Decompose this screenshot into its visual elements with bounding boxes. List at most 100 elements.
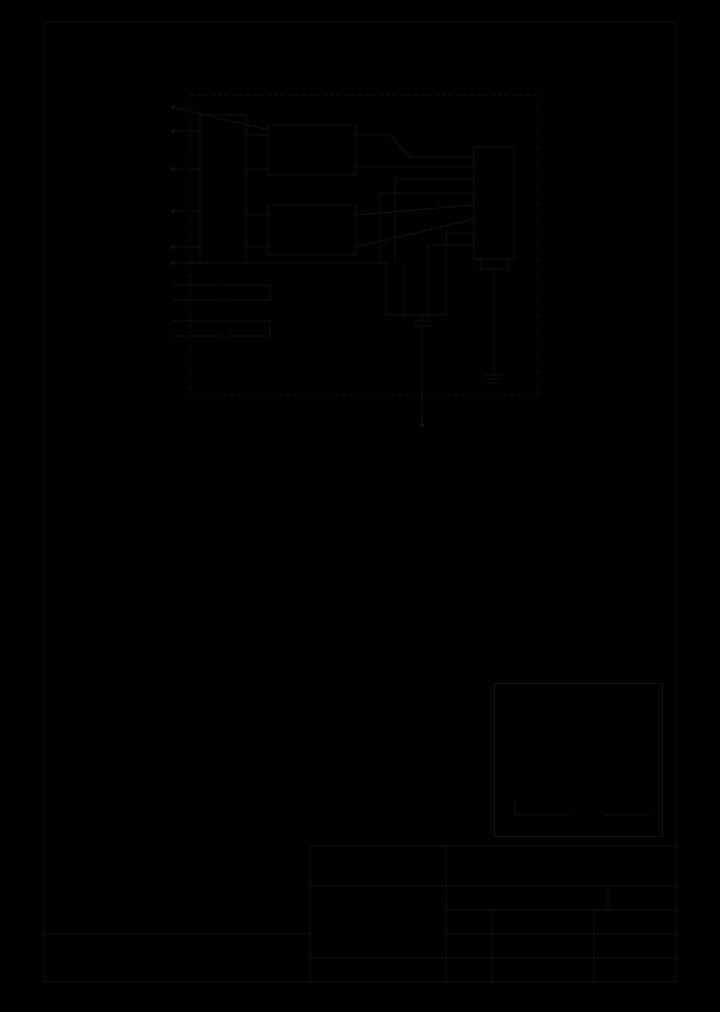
note-item: 1. Solderability: Leads shall meet MIL-S… xyxy=(57,702,223,711)
note-item: 4. Insulation System: Class F 155°C, UL … xyxy=(57,747,235,756)
app-date: Aug-25-09 xyxy=(598,964,655,978)
rx-ratio-label: 1CT:1CT xyxy=(294,197,326,206)
pin-label: 3 xyxy=(159,258,165,268)
chk-name: YK Liao xyxy=(512,940,555,954)
dimensions-unit: Dimensions in Inch xyxy=(316,941,418,955)
chk-label: CHK. xyxy=(451,940,480,954)
dwn-label: DWN. xyxy=(451,916,483,930)
dwn-name: Xiaoyi xyxy=(512,916,545,930)
electrical-heading: Electrical Specifications: @25°C xyxy=(145,484,361,500)
proprietary-text: not allowed to be duplicated without aut… xyxy=(44,972,266,983)
combo-box xyxy=(494,683,663,837)
pin-label: 4 xyxy=(159,102,165,112)
module-outline xyxy=(189,94,539,396)
part-number: XFATM8DC-CLxu1-4MS xyxy=(480,892,600,904)
proprietary-heading: PROPRIETARY: xyxy=(44,938,198,961)
color-code: F=Green(1)/Yellow(2) Bicolor xyxy=(498,748,583,755)
color-code: A=Amber xyxy=(498,720,526,727)
color-code: G=Green xyxy=(498,713,526,720)
color-code: Y=Yellow xyxy=(498,706,526,713)
rj45-pin-label: 2 xyxy=(478,205,483,214)
bi-led-label: Bi-Color LED: xyxy=(595,782,636,789)
resistor-note: R1,R2,R3,R4: 75 OHMS±5% xyxy=(272,364,376,373)
combo-intro: Replace 'x' & 'u' in the part number xyxy=(498,686,614,695)
color-code: P=Red(1)/Green(2) Bicolor xyxy=(498,762,577,769)
rx-transformer xyxy=(267,204,357,256)
app-name: Joe Huff xyxy=(512,964,557,978)
led-pin-label: 9 xyxy=(218,279,224,290)
pin-label: 5 xyxy=(159,164,165,174)
color-code: Q=Green(1)/Red(2) Bicolor xyxy=(498,769,578,776)
rj45-pin-label: 6 xyxy=(478,181,483,190)
single-led-label: Single Color LED: xyxy=(501,782,554,789)
note-item: 8. Electrical and mechanical specificati… xyxy=(57,805,242,814)
schematic-diagram xyxy=(171,94,539,427)
color-code: R=Red xyxy=(498,727,519,734)
note-item: 5. Operating Temperature Range: All list… xyxy=(57,759,239,768)
spec-line: Insertion Loss (300KHz-100MHz): -1.0dB M… xyxy=(161,598,459,613)
left-led-label: Left LED xyxy=(294,279,330,289)
revision: REV. B xyxy=(620,891,659,905)
sheet-number: SHEET 1 OF 2 xyxy=(317,964,407,978)
led-pin-label: 10 xyxy=(218,296,230,307)
proprietary-text: Document is the property of XFMRS Group … xyxy=(44,961,255,972)
note-item: Method 208H for solderability. xyxy=(57,714,165,723)
right-led-label: Right LED xyxy=(294,315,336,325)
note-item: 7. Aqueous wash compatible xyxy=(57,792,153,801)
u-note: 'u' = Right LED Color xyxy=(574,716,636,723)
chk-date: Aug-25-09 xyxy=(598,940,655,954)
rj45-pin-label: 5 xyxy=(478,229,483,238)
tx-ratio-label: 1CT:1CT xyxy=(294,116,326,125)
capacitor-voltage: 2KV xyxy=(434,326,448,333)
note-item: are to be within tolerance from -40°C to… xyxy=(57,769,220,778)
rj45-pin-label: 8 xyxy=(478,153,483,162)
app-label: APP. xyxy=(451,964,477,978)
notes-heading: Notes: xyxy=(48,689,70,698)
spec-line: @80MHz -12dB Minimum xyxy=(161,640,365,655)
note-item: 3. ASTM oxygen index: > 28% xyxy=(57,738,158,747)
note-item: 10. Designed to meet GR1089 Intra-Buildi… xyxy=(57,827,270,836)
tolerances-label: TOLERANCES: xyxy=(334,907,419,921)
schematic-heading: Schematic: xyxy=(144,41,215,57)
combo-heading: Complete the Combo P/N as follows: xyxy=(510,674,618,681)
rj45-pin-label: 7 xyxy=(478,167,483,176)
bi-led-pin-1: (1) xyxy=(588,811,597,818)
doc-rev: DOC REV: B/1 xyxy=(202,892,281,906)
unless-specified: UNLESS OTHERWISE SPECIFIED xyxy=(314,893,473,904)
note-item: 2. Flammability: UL94V-0 xyxy=(57,726,141,735)
title-value: SINGLE PORT COMBO xyxy=(484,862,624,877)
resistor-label: R3 xyxy=(432,286,441,293)
tx-transformer xyxy=(267,124,357,176)
rx-label: RX xyxy=(350,197,362,206)
rj45-pin-label: 4 xyxy=(478,241,483,250)
note-item: 9. RoHS Compliant Component xyxy=(57,815,163,824)
pn-label: P/N: xyxy=(450,891,474,905)
resistor-label: R2 xyxy=(408,286,417,293)
tx-label: TX xyxy=(350,116,361,125)
color-code: E=Amber(1)/Green(2) Bicolor xyxy=(498,741,584,748)
capacitor-value: 1000pF xyxy=(432,316,456,323)
spec-line: Cw/w: 27pF Typical @100KHz 100mV xyxy=(161,577,382,592)
bottom-pin-label: 8 xyxy=(419,430,424,439)
spec-line: Turns Ratio: TX 1CT:1CT ±3% RX 1CT:1CT ±… xyxy=(161,534,460,549)
title-label: Title: xyxy=(452,850,478,864)
spec-line: CABLE SIDE DCL: 350uH Minimum @100KHz 10… xyxy=(161,556,498,570)
pin-label: 2 xyxy=(159,206,165,216)
led-symbols xyxy=(514,800,650,816)
bi-led-pin-2: (2) xyxy=(652,811,661,818)
rj45-pin-label: 1 xyxy=(478,217,483,226)
company-name: XFMRS Inc. xyxy=(316,855,430,880)
combo-intro: with one of the LED color letters: xyxy=(498,695,607,704)
rj45-pin-label: 3 xyxy=(478,193,483,202)
dwn-date: Aug-25-09 xyxy=(598,916,655,930)
rj45-label: RJ45 xyxy=(483,128,505,138)
spec-line: Return Loss: @30MHz -18dB Minimum xyxy=(161,619,395,634)
pin-label: 1 xyxy=(159,242,165,252)
spec-line: Isolation Voltage: 1500 Vrms (Input to O… xyxy=(161,514,428,529)
color-code: N=Yellow(1)/Green(2) Bicolor xyxy=(498,755,584,762)
pin-label: 6 xyxy=(159,126,165,136)
note-item: 6. Storage Temperature Range: -55°C to +… xyxy=(57,782,219,791)
